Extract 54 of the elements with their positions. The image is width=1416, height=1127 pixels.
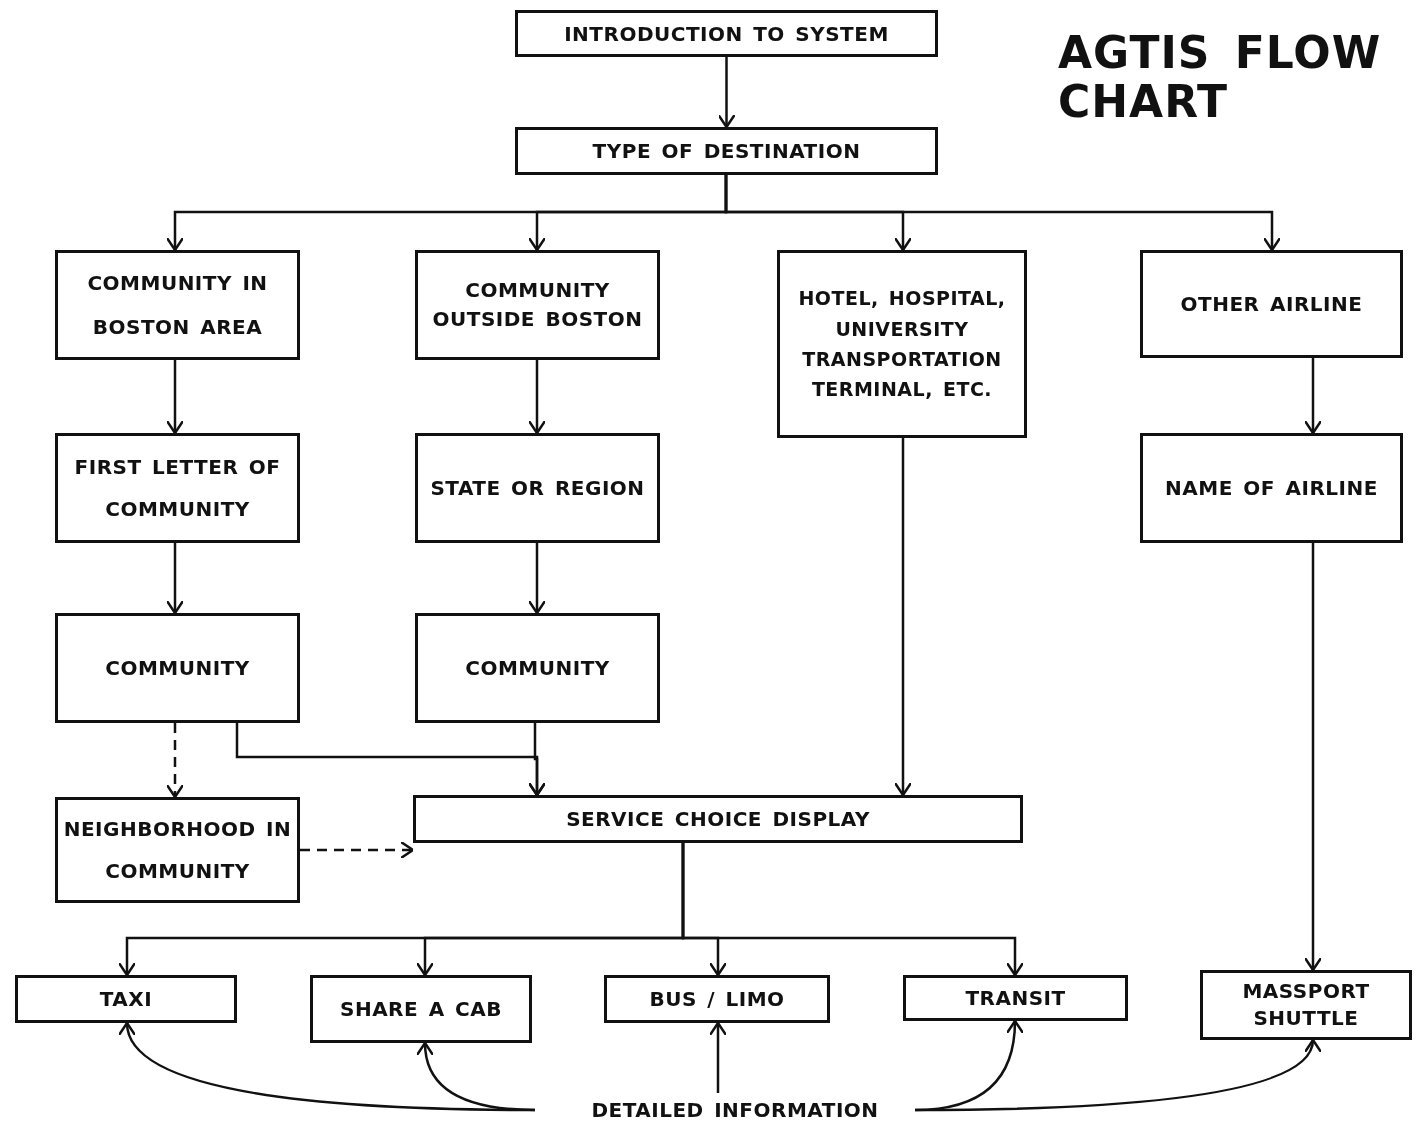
dashed-arrow xyxy=(300,840,415,860)
process-box xyxy=(515,127,938,175)
process-box xyxy=(15,975,237,1023)
process-box xyxy=(903,975,1128,1021)
process-box xyxy=(777,250,1027,438)
process-box xyxy=(515,10,938,57)
arrow xyxy=(527,360,547,435)
process-box xyxy=(55,797,300,903)
arrow xyxy=(893,438,913,797)
box-label: COMMUNITY IN BOSTON AREA xyxy=(86,270,269,341)
box-label: NEIGHBORHOOD IN COMMUNITY xyxy=(62,816,293,885)
process-box xyxy=(415,613,660,723)
process-box xyxy=(413,795,1023,843)
arrow xyxy=(708,1021,728,1093)
process-box xyxy=(604,975,830,1023)
box-label: COMMUNITY xyxy=(105,655,250,681)
box-label: BUS / LIMO xyxy=(649,986,785,1012)
process-box xyxy=(55,250,300,360)
box-label: COMMUNITY OUTSIDE BOSTON xyxy=(431,277,644,333)
arrow xyxy=(1303,358,1323,435)
process-box xyxy=(1140,433,1403,543)
process-box xyxy=(55,613,300,723)
arrow xyxy=(416,1041,536,1112)
box-label: INTRODUCTION TO SYSTEM xyxy=(564,20,889,47)
flow-label: DETAILED INFORMATION xyxy=(591,1100,879,1120)
box-label: TYPE OF DESTINATION xyxy=(592,138,861,164)
arrow xyxy=(165,543,185,615)
arrow xyxy=(724,175,1282,252)
box-label: FIRST LETTER OF COMMUNITY xyxy=(73,454,282,523)
box-label: HOTEL, HOSPITAL, UNIVERSITY TRANSPORTATION TERMINAL, ETC. xyxy=(797,286,1007,403)
box-label: STATE OR REGION xyxy=(430,475,645,502)
process-box xyxy=(1140,250,1403,358)
arrow xyxy=(1303,543,1323,972)
arrow xyxy=(681,843,1025,977)
arrow xyxy=(717,57,736,129)
box-label: COMMUNITY xyxy=(465,655,610,681)
box-label: MASSPORT SHUTTLE xyxy=(1241,978,1371,1032)
dashed-arrow xyxy=(165,723,185,799)
box-label: SHARE A CAB xyxy=(340,995,502,1023)
box-label: TRANSIT xyxy=(965,985,1066,1011)
box-label: SERVICE CHOICE DISPLAY xyxy=(566,806,870,832)
process-box xyxy=(55,433,300,543)
arrow xyxy=(527,723,547,797)
process-box xyxy=(310,975,532,1043)
arrow xyxy=(165,360,185,435)
process-box xyxy=(1200,970,1412,1040)
process-box xyxy=(415,250,660,360)
box-label: OTHER AIRLINE xyxy=(1180,291,1363,318)
arrow xyxy=(527,543,547,615)
box-label: NAME OF AIRLINE xyxy=(1165,475,1378,502)
box-label: TAXI xyxy=(99,986,153,1012)
process-box xyxy=(415,433,660,543)
diagram-title: AGTIS FLOW CHART xyxy=(1058,28,1383,127)
arrow xyxy=(915,1038,1320,1112)
